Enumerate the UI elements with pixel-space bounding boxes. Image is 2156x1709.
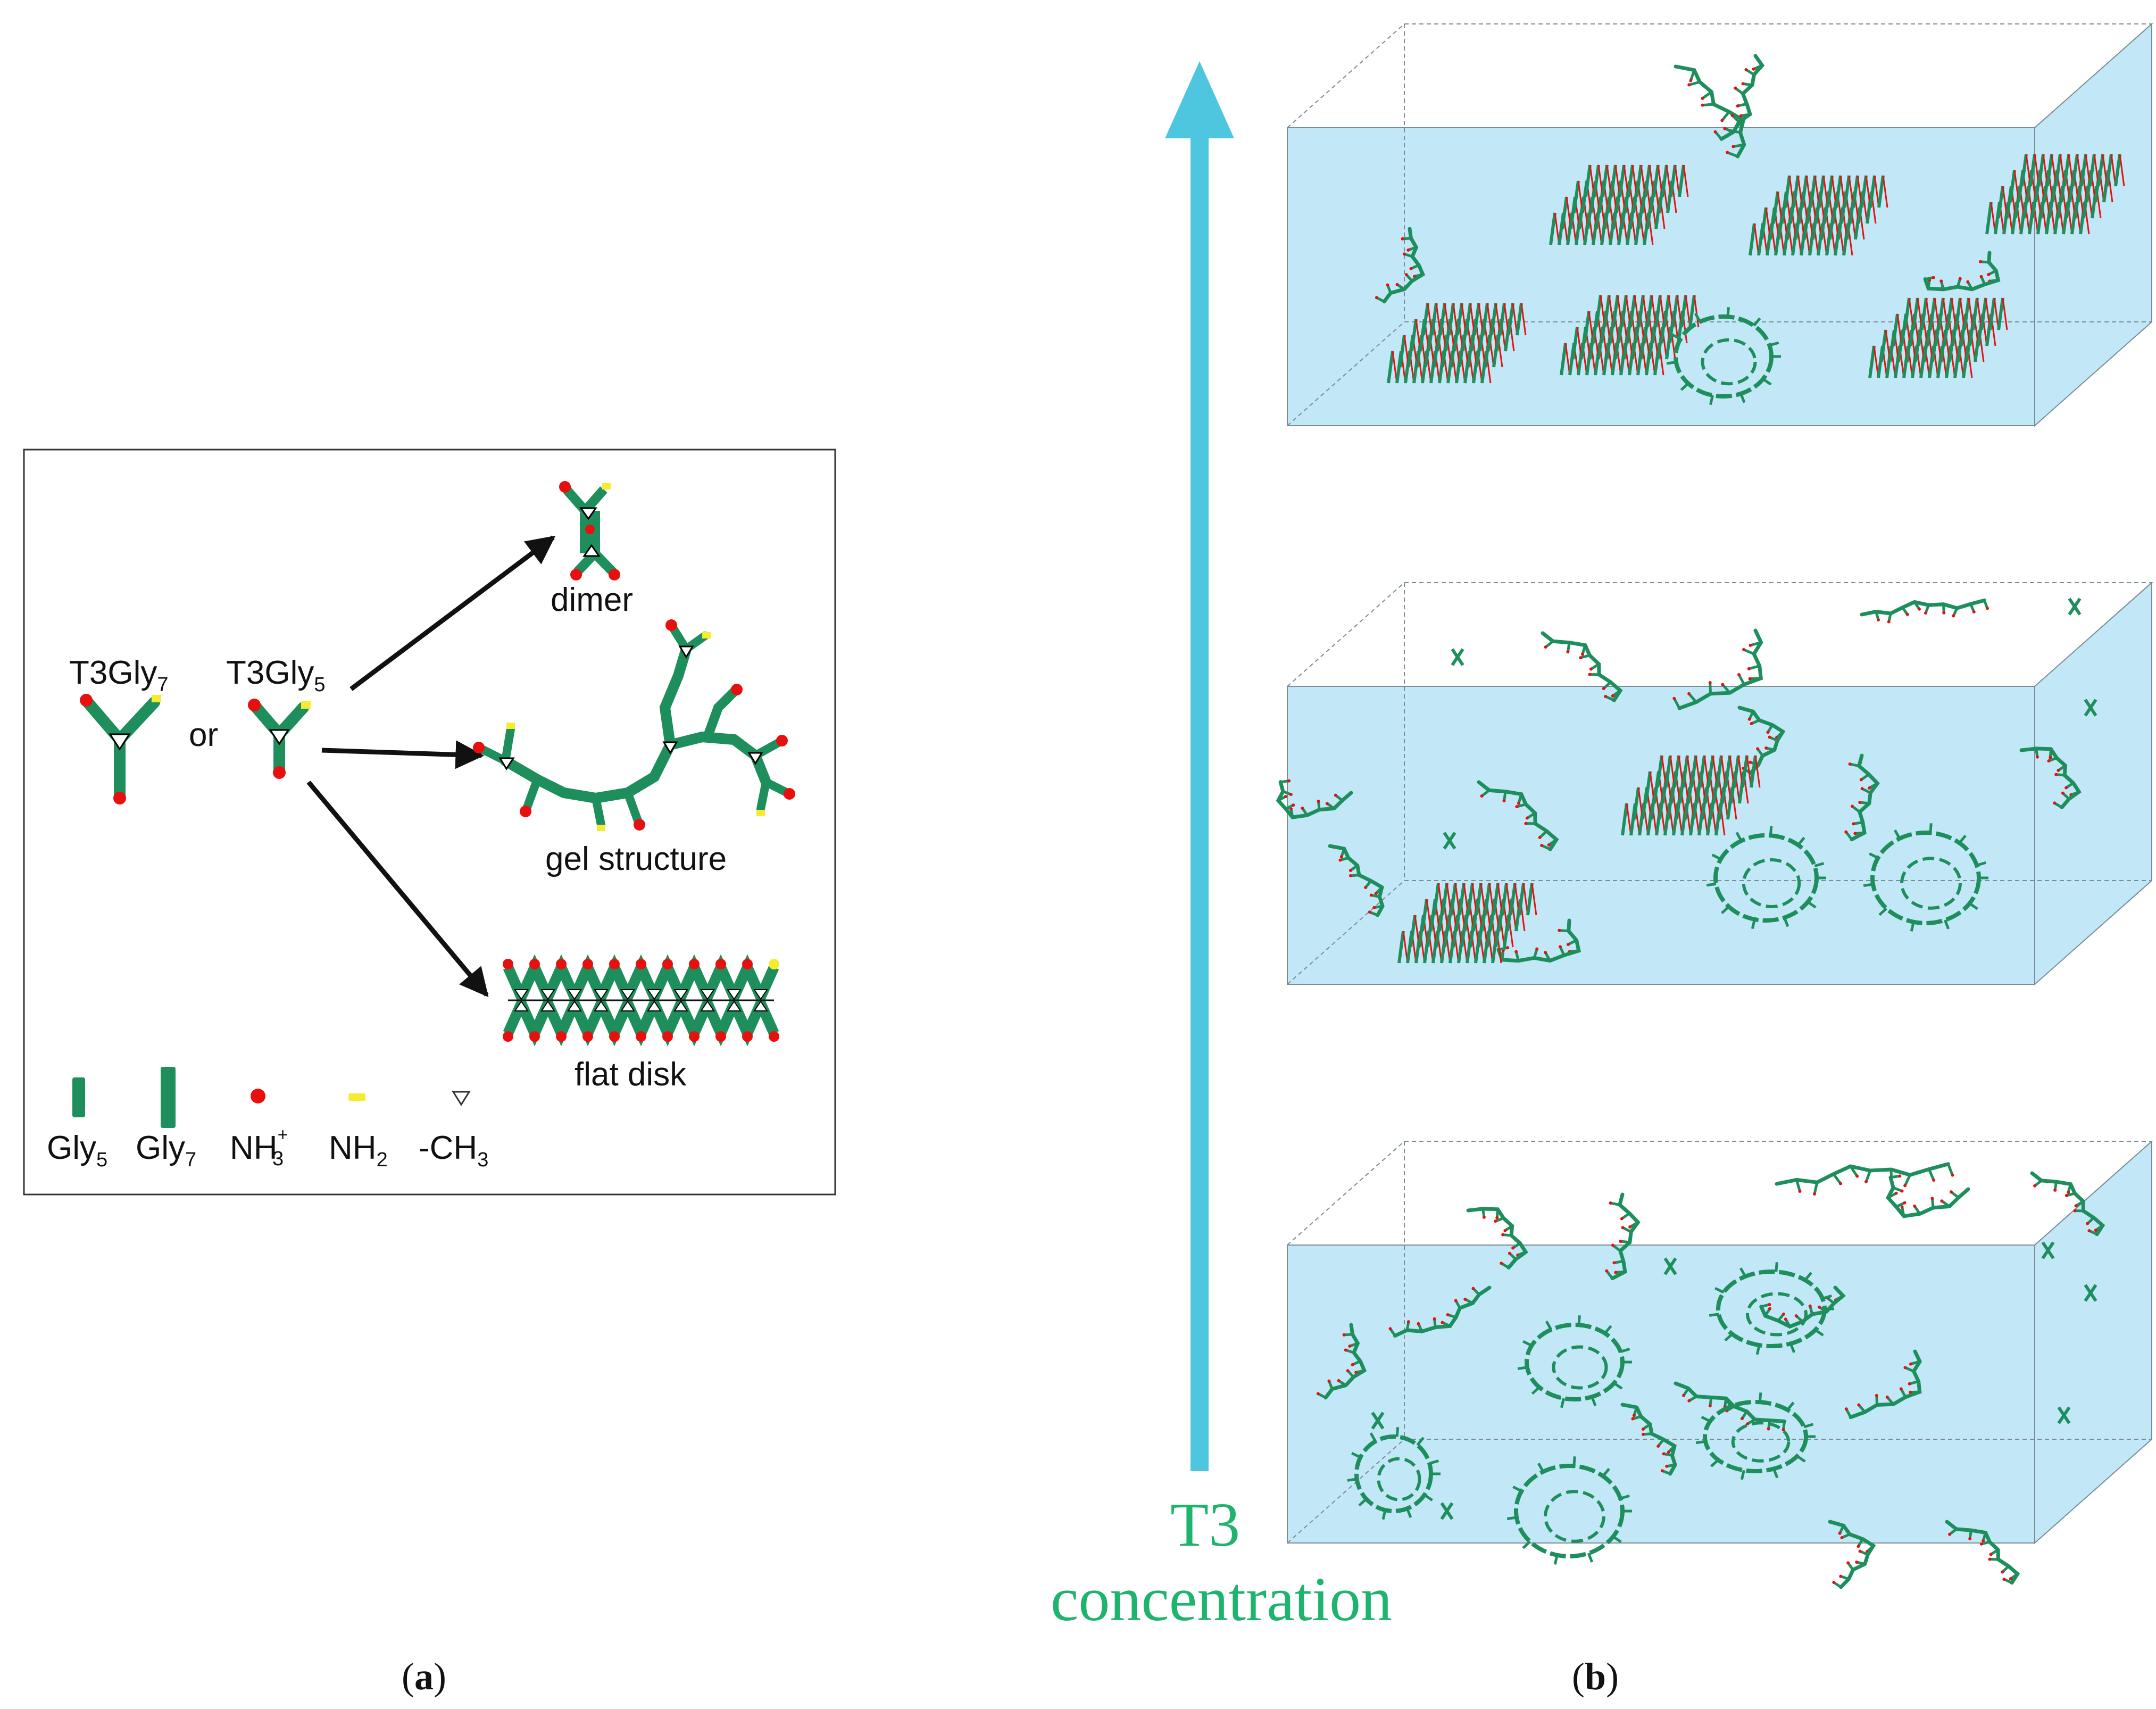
axis-label-t3: T3 [1170, 1490, 1240, 1559]
concentration-arrow-shaft [1191, 136, 1209, 1471]
dimer-icon [2068, 598, 2082, 616]
chain-aggregate-icon [1328, 844, 1385, 917]
flat-disk-aggregate-icon [1985, 154, 2125, 235]
panel-a: T3Gly7 or T3Gly5 [23, 449, 836, 1698]
yellow-dash-icon [348, 1093, 365, 1101]
ring-aggregate-icon [1695, 1392, 1816, 1480]
solution-box [1286, 1140, 2153, 1589]
chain-aggregate-icon [1737, 706, 1786, 775]
caption-b: (b) [1572, 1655, 1619, 1698]
t3gly7-molecule-icon [80, 694, 161, 804]
label-dimer: dimer [551, 582, 633, 618]
dimer-icon [1440, 1502, 1454, 1520]
caption-a: (a) [402, 1655, 446, 1698]
chain-aggregate-icon [1620, 1403, 1677, 1476]
dimer-icon [1451, 648, 1464, 666]
flat-disk-aggregate-icon [1560, 295, 1700, 376]
chain-aggregate-icon [1844, 753, 1880, 842]
flat-disk-aggregate-icon [1868, 297, 2008, 378]
chain-aggregate-icon [1923, 251, 2001, 292]
chain-aggregate-icon [2030, 1171, 2105, 1237]
molecule-label-t3gly7: T3Gly7 [69, 654, 169, 696]
flat-disk-aggregate-icon [1549, 164, 1689, 245]
chain-aggregate-icon [1713, 54, 1765, 141]
ring-aggregate-icon [1517, 1315, 1632, 1408]
ring-aggregate-icon [1706, 826, 1826, 930]
chain-aggregate-icon [1844, 1349, 1922, 1420]
legend-label-0: Gly [47, 1130, 96, 1166]
solution-box [1276, 581, 2153, 986]
box-top-face [1286, 23, 2153, 128]
chain-aggregate-icon [1316, 1323, 1367, 1400]
panel-b: T3 concentration (b) [1051, 22, 2153, 1698]
chain-aggregate-icon [1605, 1192, 1641, 1281]
solution-boxes [1276, 22, 2153, 1589]
dimer-icon [1443, 832, 1456, 850]
arrow-to-dimer [349, 535, 556, 691]
chain-aggregate-icon [1375, 227, 1426, 304]
dimer-icon [2084, 1284, 2097, 1302]
molecule-label-t3gly5: T3Gly5 [226, 654, 326, 696]
triangle-icon [452, 1091, 471, 1106]
connector-or: or [189, 717, 218, 753]
chain-aggregate-icon [1477, 780, 1559, 851]
t3gly5-molecule-icon [248, 699, 311, 779]
ring-aggregate-icon [1666, 307, 1781, 405]
concentration-arrow-head [1165, 61, 1234, 138]
legend-label-1: Gly [136, 1130, 185, 1166]
ring-aggregate-icon [1709, 1262, 1834, 1355]
flat-disk-aggregate-icon [1621, 755, 1761, 836]
dimer-icon [1371, 1412, 1385, 1430]
arrow-to-gel [321, 740, 485, 769]
ring-aggregate-icon [1863, 823, 1988, 932]
flat-disk-aggregate-icon [1397, 883, 1537, 964]
flat-disk-aggregate-icon [1749, 175, 1888, 256]
legend-label-2: NH [230, 1130, 278, 1166]
box-front-face [1287, 127, 2035, 426]
chain-aggregate-icon [1496, 918, 1581, 963]
chain-aggregate-icon [1466, 1207, 1528, 1270]
chain-aggregate-icon [1860, 598, 1989, 624]
box-top-face [1286, 1141, 2153, 1246]
flat-disk-aggregate-icon [1387, 303, 1527, 384]
dimer-icon [2041, 1241, 2055, 1259]
flat-disk-icon [503, 954, 779, 1047]
chain-aggregate-icon [1388, 1285, 1492, 1338]
label-gel-structure: gel structure [545, 841, 727, 877]
box-front-face [1287, 1245, 2035, 1544]
box-front-face [1287, 686, 2035, 985]
chain-aggregate-icon [1945, 1520, 2020, 1585]
dimer-icon [2057, 1406, 2071, 1424]
chain-aggregate-icon [2019, 746, 2082, 809]
red-dot-icon [251, 1089, 265, 1104]
legend-label-3: NH [329, 1130, 377, 1166]
gel-end-groups [473, 619, 795, 831]
dimer-icon [2084, 699, 2097, 717]
dimer-structure-icon [559, 481, 620, 580]
chain-aggregate-icon [1276, 779, 1353, 819]
chain-aggregate-icon [1541, 631, 1623, 702]
panel-a-frame [23, 449, 836, 1196]
short-bar-icon [72, 1077, 85, 1117]
solution-box [1286, 22, 2153, 427]
chain-aggregate-icon [1672, 628, 1763, 710]
axis-label-concentration: concentration [1051, 1564, 1392, 1634]
label-flat-disk: flat disk [575, 1056, 687, 1093]
long-bar-icon [161, 1067, 176, 1128]
chain-aggregate-icon [1674, 1381, 1787, 1432]
dimer-icon [1663, 1257, 1677, 1275]
box-top-face [1286, 582, 2153, 687]
ring-aggregate-icon [1347, 1427, 1441, 1520]
chain-aggregate-icon [1828, 1520, 1876, 1589]
chain-aggregate-icon [1759, 1285, 1846, 1329]
ring-aggregate-icon [1506, 1456, 1632, 1565]
chain-aggregate-icon [1885, 1174, 1970, 1218]
legend-label-4: -CH [419, 1130, 477, 1166]
arrow-to-disk [306, 781, 489, 998]
